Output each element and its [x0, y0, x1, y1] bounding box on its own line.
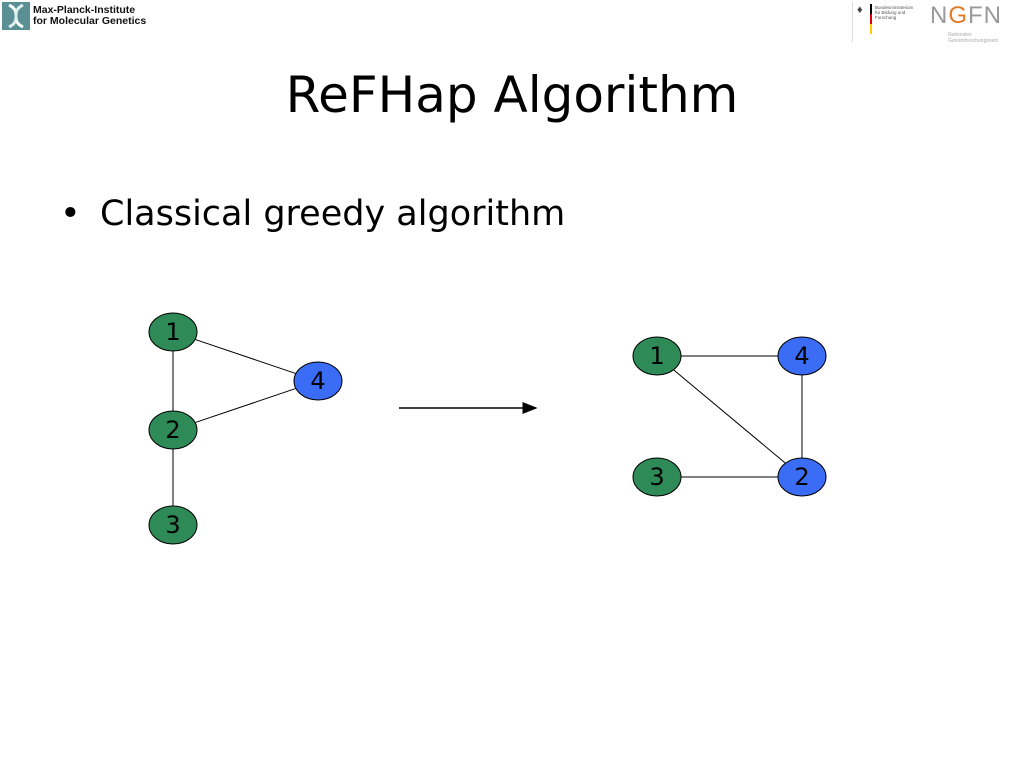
node-label: 4 — [794, 342, 809, 370]
node-label: 4 — [310, 367, 325, 395]
node-label: 3 — [165, 511, 180, 539]
ngfn-logo: NGFN Nationales Genomforschungsnetz — [928, 2, 1022, 52]
node-circle — [777, 457, 827, 497]
left-graph: 1 4 2 3 — [148, 312, 343, 545]
mpi-logo: Max-Planck-Institute for Molecular Genet… — [2, 2, 146, 30]
node-circle — [293, 361, 343, 401]
node-circle — [632, 336, 682, 376]
edge-1-4 — [194, 338, 297, 375]
bullet-item: • Classical greedy algorithm — [60, 190, 565, 238]
node-circle — [632, 457, 682, 497]
ngfn-subtitle: Nationales Genomforschungsnetz — [948, 32, 999, 44]
edge-2-4 — [194, 387, 297, 424]
mpi-name-line1: Max-Planck-Institute — [33, 4, 136, 16]
mpi-name: Max-Planck-Institute for Molecular Genet… — [33, 5, 146, 27]
node-1: 1 — [148, 312, 198, 352]
node-2: 2 — [777, 457, 827, 497]
node-2: 2 — [148, 410, 198, 450]
node-circle — [777, 336, 827, 376]
node-label: 3 — [649, 463, 664, 491]
ngfn-wordmark: NGFN — [930, 2, 1003, 29]
node-4: 4 — [293, 361, 343, 401]
node-label: 1 — [649, 342, 664, 370]
node-circle — [148, 312, 198, 352]
bullet-text: Classical greedy algorithm — [100, 194, 566, 234]
node-1: 1 — [632, 336, 682, 376]
node-4: 4 — [777, 336, 827, 376]
right-graph: 1 4 3 2 — [632, 336, 827, 497]
edge-1-2 — [673, 369, 786, 464]
node-label: 2 — [794, 463, 809, 491]
node-circle — [148, 505, 198, 545]
bmbf-logo: ♦ Bundesministerium für Bildung und Fors… — [852, 2, 915, 42]
dna-icon — [2, 2, 30, 30]
node-label: 2 — [165, 416, 180, 444]
eagle-icon: ♦ — [857, 4, 863, 16]
node-label: 1 — [165, 318, 180, 346]
slide-title: ReFHap Algorithm — [285, 66, 739, 124]
mpi-name-line2: for Molecular Genetics — [33, 15, 147, 27]
node-3: 3 — [148, 505, 198, 545]
node-circle — [148, 410, 198, 450]
bmbf-name: Bundesministerium für Bildung und Forsch… — [875, 5, 914, 20]
bullet-marker: • — [60, 194, 81, 234]
node-3: 3 — [632, 457, 682, 497]
flag-icon — [870, 4, 872, 34]
